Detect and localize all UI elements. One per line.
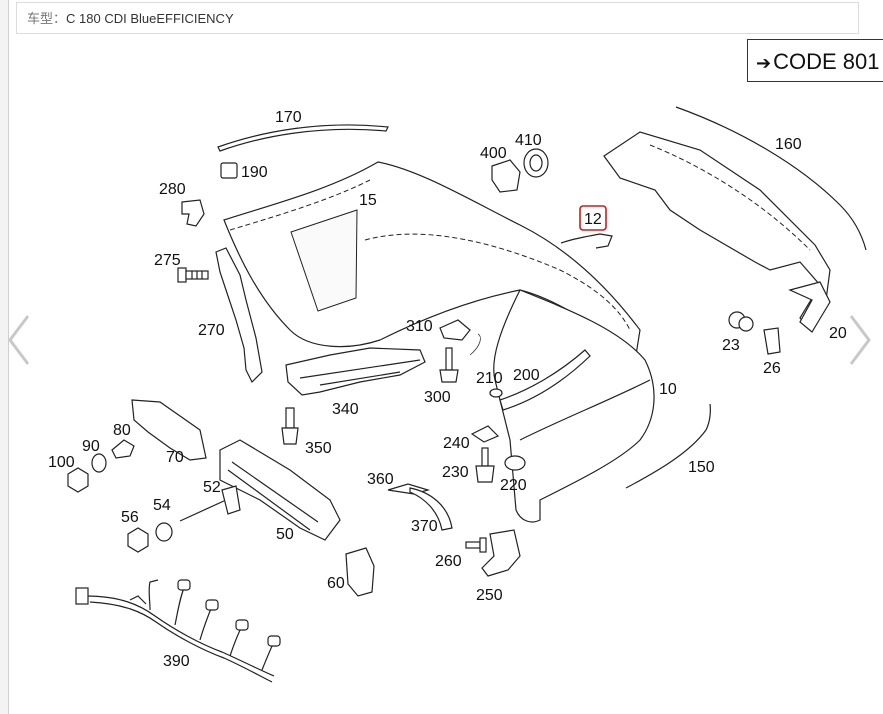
part-310-bracket[interactable] [439, 319, 471, 341]
chevron-right-icon [849, 315, 871, 365]
part-300-screw[interactable] [439, 347, 459, 383]
chevron-left-icon [8, 315, 30, 365]
part-400-sensor[interactable] [491, 159, 521, 193]
part-220-nut[interactable] [504, 455, 526, 471]
label-60[interactable]: 60 [327, 575, 345, 592]
label-12[interactable]: 12 [584, 211, 602, 228]
part-52-bolt[interactable] [179, 485, 241, 522]
label-280[interactable]: 280 [159, 181, 186, 198]
model-value: C 180 CDI BlueEFFICIENCY [66, 11, 234, 26]
label-70[interactable]: 70 [166, 449, 184, 466]
label-100[interactable]: 100 [48, 454, 75, 471]
label-220[interactable]: 220 [500, 477, 527, 494]
label-410[interactable]: 410 [515, 132, 542, 149]
part-90-washer[interactable] [91, 453, 107, 473]
part-270-guide[interactable] [215, 247, 263, 384]
label-26[interactable]: 26 [763, 360, 781, 377]
part-230-screw[interactable] [475, 447, 495, 483]
label-350[interactable]: 350 [305, 440, 332, 457]
arrow-right-icon: ➔ [756, 53, 772, 73]
label-90[interactable]: 90 [82, 438, 100, 455]
part-160-edge-strip[interactable] [675, 106, 867, 251]
label-150[interactable]: 150 [688, 459, 715, 476]
part-150-trim-strip[interactable] [625, 403, 711, 489]
part-70-bracket[interactable] [131, 399, 207, 461]
label-52[interactable]: 52 [203, 479, 221, 496]
part-350-screw[interactable] [281, 407, 299, 445]
label-300[interactable]: 300 [424, 389, 451, 406]
code-801-box: ➔CODE 801 [747, 39, 883, 82]
label-10[interactable]: 10 [659, 381, 677, 398]
part-54-washer[interactable] [155, 522, 173, 542]
label-260[interactable]: 260 [435, 553, 462, 570]
label-210[interactable]: 210 [476, 370, 503, 387]
part-26-clip-nut[interactable] [763, 327, 781, 355]
part-50-crash-beam[interactable] [219, 439, 341, 541]
prev-image-button[interactable] [4, 312, 34, 368]
label-360[interactable]: 360 [367, 471, 394, 488]
part-200-trim[interactable] [499, 349, 591, 411]
code-text: CODE 801 [773, 49, 880, 74]
label-56[interactable]: 56 [121, 509, 139, 526]
model-label: 车型： [27, 11, 67, 26]
part-20-reflector-bracket[interactable] [788, 281, 831, 333]
part-160-diffuser[interactable] [603, 131, 831, 332]
part-60-sensor-holder[interactable] [345, 547, 375, 597]
label-370[interactable]: 370 [411, 518, 438, 535]
part-260-screw[interactable] [465, 537, 487, 553]
part-100-nut[interactable] [67, 467, 89, 493]
label-400[interactable]: 400 [480, 145, 507, 162]
next-image-button[interactable] [845, 312, 875, 368]
part-170-trim-strip[interactable] [217, 124, 389, 152]
part-275-screw[interactable] [177, 267, 209, 283]
label-250[interactable]: 250 [476, 587, 503, 604]
part-10-bumper-cover[interactable] [493, 289, 655, 523]
label-80[interactable]: 80 [113, 422, 131, 439]
label-15[interactable]: 15 [359, 192, 377, 209]
label-340[interactable]: 340 [332, 401, 359, 418]
part-56-nut[interactable] [127, 527, 149, 553]
part-250-mudflap[interactable] [481, 529, 521, 577]
label-170[interactable]: 170 [275, 109, 302, 126]
part-340-undertray[interactable] [285, 347, 426, 396]
part-370-liner[interactable] [409, 487, 453, 531]
part-280-bracket[interactable] [181, 199, 205, 227]
label-20[interactable]: 20 [829, 325, 847, 342]
label-200[interactable]: 200 [513, 367, 540, 384]
part-190-clip[interactable] [220, 162, 238, 179]
label-54[interactable]: 54 [153, 497, 171, 514]
label-50[interactable]: 50 [276, 526, 294, 543]
vehicle-model-bar: 车型：C 180 CDI BlueEFFICIENCY [16, 2, 859, 34]
part-80-bolt[interactable] [111, 439, 135, 459]
part-240-clip[interactable] [470, 425, 500, 443]
label-310[interactable]: 310 [406, 318, 433, 335]
part-23-screw[interactable] [728, 311, 754, 332]
label-390[interactable]: 390 [163, 653, 190, 670]
label-160[interactable]: 160 [775, 136, 802, 153]
part-390-wiring-harness[interactable] [75, 579, 281, 683]
part-12-cable[interactable] [560, 233, 613, 249]
label-190[interactable]: 190 [241, 164, 268, 181]
label-23[interactable]: 23 [722, 337, 740, 354]
highlight-part-12 [579, 205, 607, 231]
label-230[interactable]: 230 [442, 464, 469, 481]
label-270[interactable]: 270 [198, 322, 225, 339]
part-15-vent-window [290, 209, 358, 312]
label-240[interactable]: 240 [443, 435, 470, 452]
part-210-washer[interactable] [489, 388, 503, 398]
label-275[interactable]: 275 [154, 252, 181, 269]
